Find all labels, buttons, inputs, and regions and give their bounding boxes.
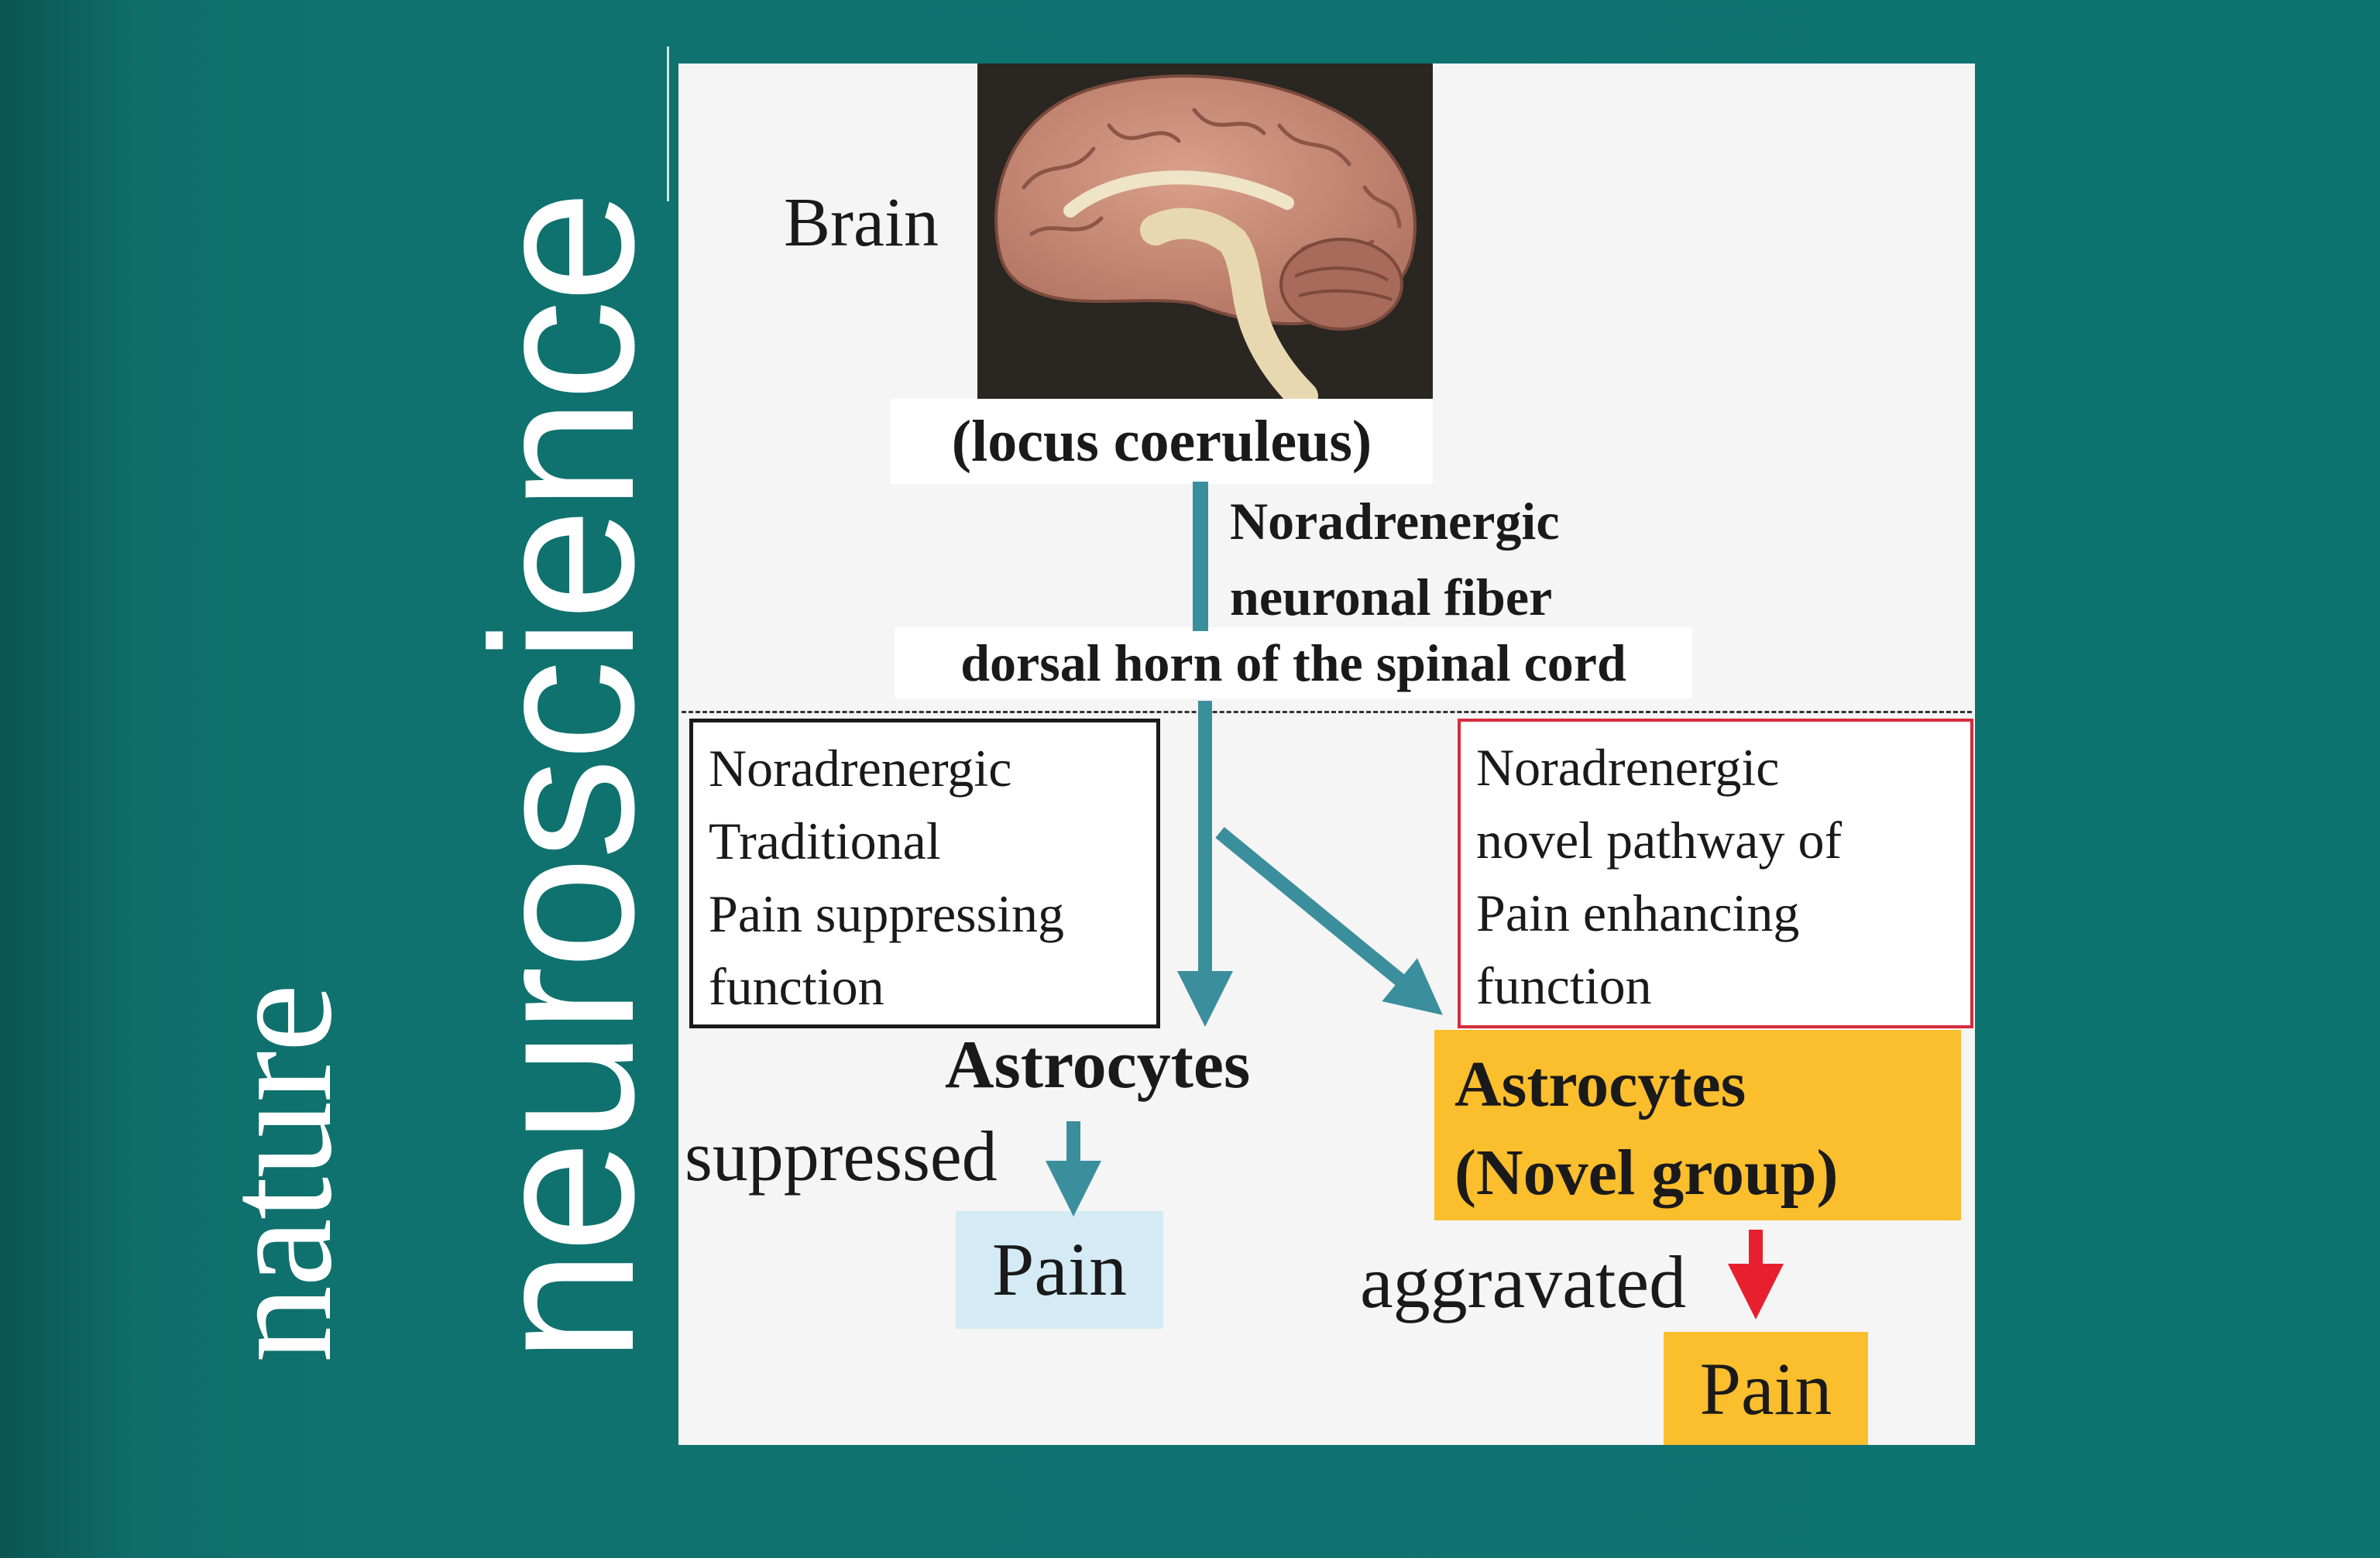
fiber-label-line1: Noradrenergic bbox=[1230, 492, 1560, 551]
right-box-line1: Noradrenergic bbox=[1476, 738, 1780, 797]
pain-aggravated-box: Pain bbox=[1664, 1332, 1868, 1445]
fiber-label: Noradrenergic neuronal fiber bbox=[1230, 483, 1560, 635]
fiber-label-line2: neuronal fiber bbox=[1230, 568, 1553, 626]
locus-coeruleus-label: (locus coeruleus) bbox=[891, 399, 1433, 484]
astro-right-line2: (Novel group) bbox=[1454, 1137, 1839, 1209]
astro-right-line1: Astrocytes bbox=[1454, 1048, 1746, 1120]
astrocytes-novel-group-box: Astrocytes (Novel group) bbox=[1434, 1030, 1961, 1220]
suppressed-label: suppressed bbox=[685, 1117, 998, 1196]
aggravated-label: aggravated bbox=[1360, 1241, 1687, 1323]
brand-nature-word: nature bbox=[193, 985, 364, 1363]
left-box-line4: function bbox=[709, 957, 884, 1016]
journal-brand: nature neuroscience bbox=[0, 0, 676, 1558]
pain-suppressed-box: Pain bbox=[956, 1211, 1163, 1329]
brain-image bbox=[977, 63, 1433, 412]
right-box-line2: novel pathway of bbox=[1476, 811, 1843, 870]
left-box-line3: Pain suppressing bbox=[709, 884, 1064, 943]
brain-label: Brain bbox=[784, 184, 939, 261]
traditional-pathway-box: Noradrenergic Traditional Pain suppressi… bbox=[689, 719, 1160, 1028]
brain-illustration bbox=[994, 74, 1417, 412]
dashed-divider bbox=[682, 711, 1972, 713]
left-box-line2: Traditional bbox=[709, 812, 941, 870]
novel-pathway-box: Noradrenergic novel pathway of Pain enha… bbox=[1458, 719, 1973, 1028]
astrocytes-traditional-label: Astrocytes bbox=[945, 1028, 1251, 1103]
panel-edge-line bbox=[667, 46, 669, 201]
left-box-line1: Noradrenergic bbox=[709, 739, 1012, 798]
spinal-cord-label: dorsal horn of the spinal cord bbox=[895, 627, 1692, 698]
brand-neuroscience-word: neuroscience bbox=[449, 193, 676, 1363]
right-box-line4: function bbox=[1476, 956, 1652, 1015]
right-box-line3: Pain enhancing bbox=[1476, 884, 1800, 942]
